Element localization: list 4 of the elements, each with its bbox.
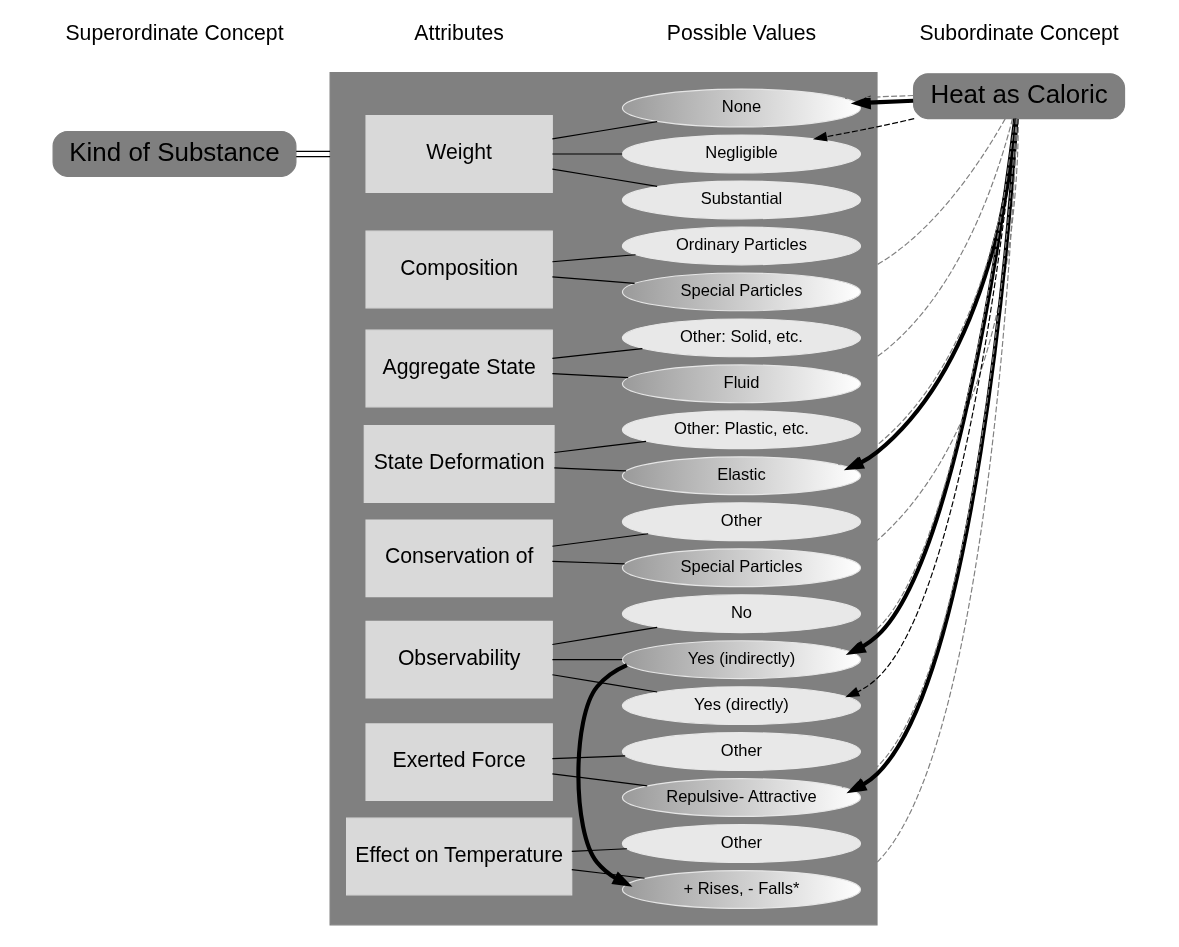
label: Subordinate Concept <box>918 20 1119 44</box>
label: Superordinate Concept <box>64 20 284 44</box>
label: Attributes <box>413 20 504 44</box>
label: Possible Values <box>666 20 816 44</box>
